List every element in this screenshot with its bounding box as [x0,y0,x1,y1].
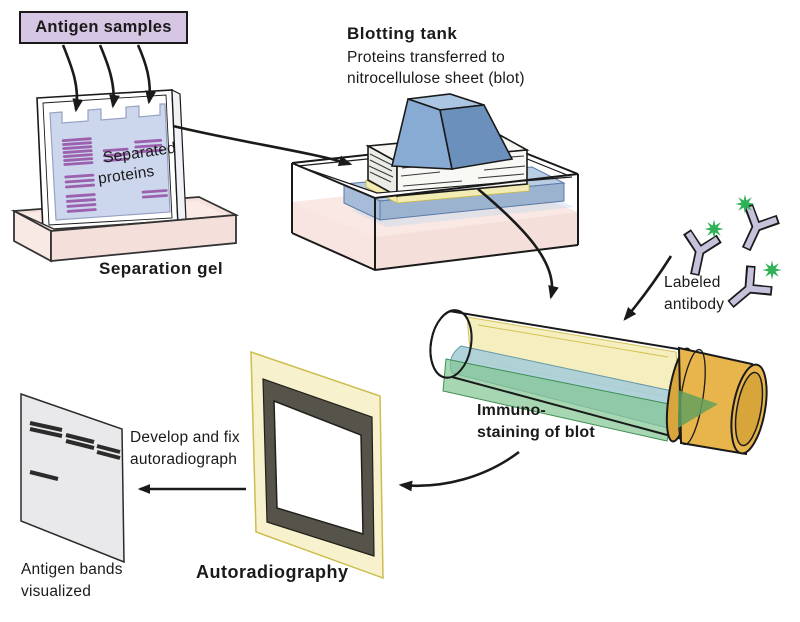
labeled-antibody-line2: antibody [664,296,725,313]
antigen-samples-label: Antigen samples [35,18,172,36]
film-window [273,399,364,536]
protein-band [63,161,94,166]
tank-to-tube-arrow [477,188,559,300]
blotting-tank-title: Blotting tank [347,24,458,43]
antigen-box-rect [19,11,188,44]
protein-band [64,173,95,179]
protein-band [66,203,97,208]
immunostaining-line2: staining of blot [477,424,595,441]
paper-texture-line [483,165,526,171]
protein-band [134,148,163,154]
paper-texture-line [368,165,394,178]
protein-band [141,189,168,194]
immunostaining-line1: Immuno- [477,402,546,419]
autoradiograph-film-illustration [250,350,384,580]
protein-band [62,149,93,154]
sample-loading-arrows [61,44,156,113]
weight-right [439,104,514,170]
fluorescent-star-icon [762,260,782,280]
autoradiography-caption: Autoradiography [196,562,349,582]
tube-top-edge [448,310,691,352]
protein-band [62,145,93,150]
tube-to-film-arrow [398,450,520,492]
develop-line1: Develop and fix [130,429,240,446]
protein-band [141,194,168,199]
antigen-band [29,470,59,481]
antigen-band [96,444,121,454]
protein-band [102,147,129,153]
protein-band [134,138,163,144]
antibody-icon [731,205,778,256]
separated-protein-bands [61,137,168,213]
antigen-band [29,427,63,438]
protein-band [134,143,163,149]
antigen-band [65,439,95,450]
sample-arrow [98,44,120,109]
green-liquid-through-cap [678,390,718,428]
glass-plate-inner-line [42,94,173,226]
antigen-samples-box [19,11,188,44]
gel-body [49,103,171,221]
paper-texture-line [369,171,392,183]
immunostaining-tube-illustration [429,309,768,456]
tank-edges [291,163,579,272]
tube-blot-fold-line [477,324,669,358]
gel-tray-front-right-wall [50,214,237,262]
paper-texture-line [369,159,393,172]
sample-arrow [136,44,156,105]
tank-front-rim-inner [297,165,573,194]
protein-band [102,152,129,158]
antibody-to-tube-arrow [623,255,673,321]
fluorescent-star-icon [704,219,724,239]
separation-gel-caption: Separation gel [99,259,224,278]
antibody-icon [720,266,772,317]
sample-arrow [61,44,84,113]
protein-band [65,183,96,189]
protein-band [103,157,130,163]
result-line2: visualized [21,583,92,600]
blotting-tank-illustration [291,93,579,272]
protein-band [66,198,97,203]
result-sheet [20,392,125,564]
antigen-band [29,421,63,432]
blotting-tank-desc-2: nitrocellulose sheet (blot) [347,70,525,87]
separation-gel-illustration [10,89,240,263]
protein-band [63,157,94,162]
protein-band [62,153,93,158]
protein-band [65,193,96,198]
tube-bottom-edge [451,376,683,440]
paper-texture-line [402,180,463,187]
antibody-icon [679,232,720,278]
tank-bottom-edge [291,232,579,272]
protein-band [62,141,93,146]
antigen-band [96,450,121,460]
visualized-bands [29,421,121,481]
protein-band [64,178,95,184]
cap-end-inner-ring [734,371,764,447]
tank-liquid-front-right [375,212,578,270]
tank-liquid-front-left [292,202,375,270]
labeled-antibody-line1: Labeled [664,274,721,291]
protein-band [66,208,97,213]
develop-line2: autoradiograph [130,451,238,468]
antigen-band [65,433,95,444]
fluorescent-star-icon [735,194,755,214]
result-line1: Antigen bands [21,561,123,578]
paper-texture-line [477,173,525,179]
paper-texture-line [400,171,441,177]
result-blot-illustration [20,392,125,564]
tube-open-end-rim [429,309,473,379]
tank-front-rim-band [292,163,578,198]
protein-band [61,137,92,142]
paper-texture-line [369,153,395,167]
blotting-tank-desc-1: Proteins transferred to [347,49,505,66]
gel-to-tank-arrow [172,124,353,166]
